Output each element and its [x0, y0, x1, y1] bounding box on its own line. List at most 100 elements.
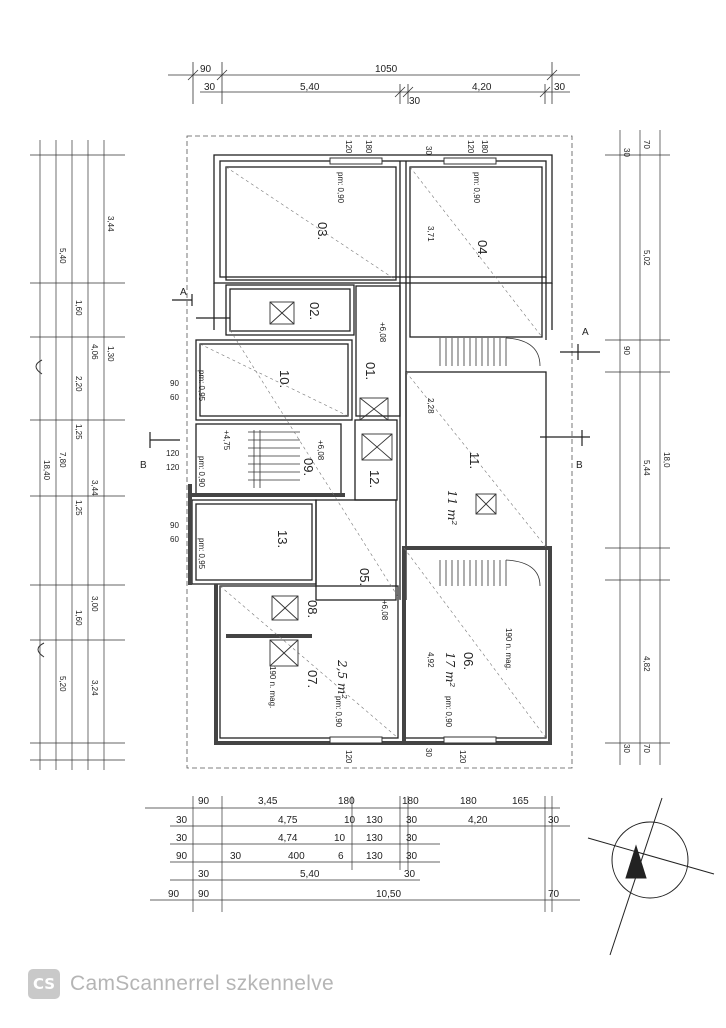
bottom-dim-label: 30 — [406, 833, 418, 844]
left-dim-label: 1,25 — [74, 424, 83, 440]
top-dim-label: 5,40 — [300, 82, 320, 93]
right-dim-label: 5,44 — [642, 460, 651, 476]
dimension-label: 4,92 — [426, 652, 435, 668]
camscanner-logo-icon: CS — [28, 969, 60, 999]
bottom-dim-label: 165 — [512, 796, 529, 807]
stair-curve — [505, 337, 541, 367]
right-dimension-chain — [605, 130, 670, 765]
dimension-label: 120 — [458, 750, 467, 764]
room-label-06: 06. — [461, 652, 476, 670]
left-dim-label: 3,00 — [90, 596, 99, 612]
bottom-dim-label: 130 — [366, 851, 383, 862]
level-mark: +4,75 — [222, 430, 231, 451]
right-dim-label: 90 — [622, 346, 631, 355]
top-dim-label: 1050 — [375, 64, 398, 75]
right-dim-label: 30 — [622, 744, 631, 753]
vent-boxes — [269, 301, 497, 667]
bottom-dim-label: 90 — [176, 851, 188, 862]
bottom-dimension-labels: 90 3,45 180 180 180 165 30 4,75 10 130 3… — [168, 796, 560, 900]
bottom-dim-label: 4,74 — [278, 833, 298, 844]
left-dim-label: 18,40 — [42, 460, 51, 481]
left-dim-label: 2,20 — [74, 376, 83, 392]
bottom-dim-label: 4,20 — [468, 815, 488, 826]
left-dim-label: 1,25 — [74, 500, 83, 516]
left-dim-label: 1,60 — [74, 300, 83, 316]
bottom-dim-label: 10,50 — [376, 889, 401, 900]
room-label-11: 11. — [467, 452, 482, 469]
stair-curve — [505, 559, 541, 587]
right-dim-label: 4,82 — [642, 656, 651, 672]
handwritten-area: 17 m² — [443, 652, 457, 687]
dimension-label: 2,28 — [426, 398, 435, 414]
opening-height-label: pm: 0,90 — [444, 696, 453, 728]
dimension-label: 120 — [344, 140, 353, 154]
stair-lines — [248, 338, 507, 586]
bottom-dim-label: 400 — [288, 851, 305, 862]
dimension-label: 30 — [424, 748, 433, 757]
bottom-dim-label: 70 — [548, 889, 560, 900]
left-dim-label: 3,44 — [90, 480, 99, 496]
handwritten-area: 2,5 m² — [335, 659, 349, 699]
top-dim-label: 90 — [200, 64, 212, 75]
bottom-dim-label: 90 — [168, 889, 180, 900]
dimension-label: 30 — [424, 146, 433, 155]
room-label-10: 10. — [277, 370, 292, 388]
left-dim-label: 3,24 — [90, 680, 99, 696]
bottom-dim-label: 10 — [344, 815, 356, 826]
bottom-dim-label: 6 — [338, 851, 344, 862]
left-dim-label: 3,44 — [106, 216, 115, 232]
roof-outline — [186, 135, 573, 769]
right-dimension-labels: 5,02 18,0 5,44 4,82 70 30 90 30 70 — [622, 140, 671, 753]
room-label-01: 01. — [363, 362, 378, 380]
top-dim-label: 4,20 — [472, 82, 492, 93]
bottom-dim-label: 130 — [366, 815, 383, 826]
left-dimension-chain — [30, 140, 125, 770]
north-arrow-icon — [587, 797, 715, 956]
dimension-label: 90 — [170, 521, 179, 530]
top-dim-label: 30 — [204, 82, 216, 93]
watermark-text: CamScannerrel szkennelve — [70, 972, 334, 995]
dimension-label: 180 — [364, 140, 373, 154]
bottom-dim-label: 180 — [402, 796, 419, 807]
scanner-watermark: CS CamScannerrel szkennelve — [28, 966, 334, 1002]
right-dim-label: 70 — [642, 140, 651, 149]
left-dim-label: 4,06 — [90, 344, 99, 360]
thick-walls — [188, 484, 552, 745]
level-mark: +6,08 — [380, 600, 389, 621]
section-label: B — [140, 460, 147, 471]
bottom-dim-label: 30 — [406, 851, 418, 862]
bottom-dim-label: 90 — [198, 889, 210, 900]
section-label: A — [582, 327, 589, 338]
left-dim-label: 1,30 — [106, 346, 115, 362]
left-dim-label: 5,20 — [58, 676, 67, 692]
opening-height-label: pm: 0,90 — [472, 172, 481, 204]
bottom-dim-label: 5,40 — [300, 869, 320, 880]
section-label: A — [180, 287, 187, 298]
top-dimension-chain — [168, 62, 580, 104]
bottom-dim-label: 30 — [404, 869, 416, 880]
bottom-dim-label: 130 — [366, 833, 383, 844]
bottom-dim-label: 10 — [334, 833, 346, 844]
bottom-dim-label: 30 — [176, 815, 188, 826]
dimension-label: 60 — [170, 393, 179, 402]
room-label-05: 05. — [357, 568, 372, 586]
diagonal-lines — [199, 166, 547, 739]
right-dim-label: 70 — [642, 744, 651, 753]
right-dim-label: 5,02 — [642, 250, 651, 266]
room-labels: 03. 04. 02. 01. 10. 09. 12. 11. 13. 05. … — [275, 222, 490, 688]
left-dim-label: 5,40 — [58, 248, 67, 264]
room-label-03: 03. — [315, 222, 330, 240]
room-label-09: 09. — [301, 458, 316, 476]
bottom-dim-label: 3,45 — [258, 796, 278, 807]
level-mark: +6,08 — [316, 440, 325, 461]
bottom-dim-label: 30 — [230, 851, 242, 862]
bottom-dimension-chain — [145, 796, 580, 912]
opening-height-label: pm: 0,90 — [334, 696, 343, 728]
room-label-12: 12. — [367, 470, 382, 488]
bottom-dim-label: 30 — [406, 815, 418, 826]
section-lines — [149, 294, 600, 448]
room-label-07: 07. — [305, 670, 320, 688]
room-label-13: 13. — [275, 530, 290, 548]
